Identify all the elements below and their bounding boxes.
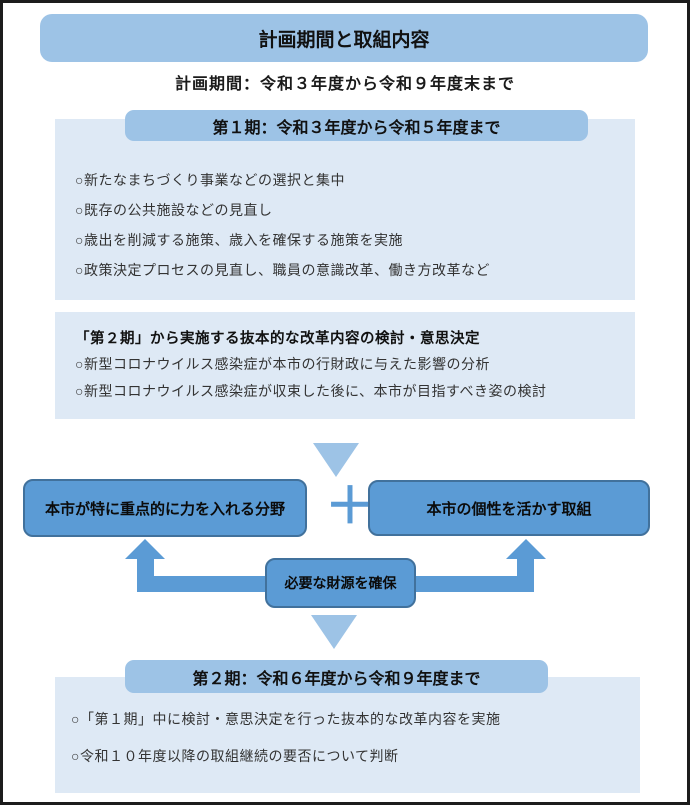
up-arrow-icon-right bbox=[506, 539, 546, 559]
plan-period-text: 計画期間：令和３年度から令和９年度末まで bbox=[174, 76, 515, 93]
phase1-bullet-3: ○歳出を削減する施策、歳入を確保する施策を実施 bbox=[75, 232, 403, 248]
phase2-bullet-2: ○令和１０年度以降の取組継続の要否について判断 bbox=[71, 748, 399, 764]
phase2-header-bar: 第２期：令和６年度から令和９年度まで bbox=[125, 660, 548, 693]
individuality-label: 本市の個性を活かす取組 bbox=[426, 500, 592, 518]
review-bullet-2: ○新型コロナウイルス感染症が収束した後に、本市が目指すべき姿の検討 bbox=[75, 383, 547, 399]
down-arrow-icon-top bbox=[313, 443, 359, 477]
phase1-header-label: 第１期：令和３年度から令和５年度まで bbox=[212, 119, 501, 137]
phase1-bullet-2: ○既存の公共施設などの見直し bbox=[75, 202, 273, 218]
diagram-title: 計画期間と取組内容 bbox=[258, 29, 430, 51]
up-arrow-icon-left bbox=[125, 539, 165, 559]
funding-label: 必要な財源を確保 bbox=[284, 575, 397, 591]
focus-area-box: 本市が特に重点的に力を入れる分野 bbox=[23, 479, 307, 537]
elbow-arrow-left-horizontal bbox=[137, 576, 269, 592]
review-panel bbox=[55, 312, 635, 419]
focus-area-label: 本市が特に重点的に力を入れる分野 bbox=[44, 500, 285, 518]
phase1-bullet-1: ○新たなまちづくり事業などの選択と集中 bbox=[75, 172, 345, 188]
phase2-panel bbox=[55, 677, 640, 793]
phase1-bullet-4: ○政策決定プロセスの見直し、職員の意識改革、働き方改革など bbox=[75, 262, 490, 278]
phase1-panel bbox=[55, 119, 635, 300]
elbow-arrow-right-vertical bbox=[517, 558, 534, 592]
elbow-arrow-right-horizontal bbox=[413, 576, 533, 592]
review-bullet-1: ○新型コロナウイルス感染症が本市の行財政に与えた影響の分析 bbox=[75, 356, 490, 372]
review-title: 「第２期」から実施する抜本的な改革内容の検討・意思決定 bbox=[75, 331, 480, 347]
phase1-header-bar: 第１期：令和３年度から令和５年度まで bbox=[125, 110, 588, 141]
down-arrow-icon-bottom bbox=[311, 615, 357, 649]
diagram-title-box: 計画期間と取組内容 bbox=[40, 14, 648, 62]
phase2-header-label: 第２期：令和６年度から令和９年度まで bbox=[192, 670, 481, 688]
plus-icon: ＋ bbox=[325, 478, 375, 534]
funding-box: 必要な財源を確保 bbox=[265, 558, 416, 608]
elbow-arrow-left-vertical bbox=[137, 558, 154, 592]
individuality-box: 本市の個性を活かす取組 bbox=[368, 480, 650, 536]
phase2-bullet-1: ○「第１期」中に検討・意思決定を行った抜本的な改革内容を実施 bbox=[71, 711, 501, 727]
